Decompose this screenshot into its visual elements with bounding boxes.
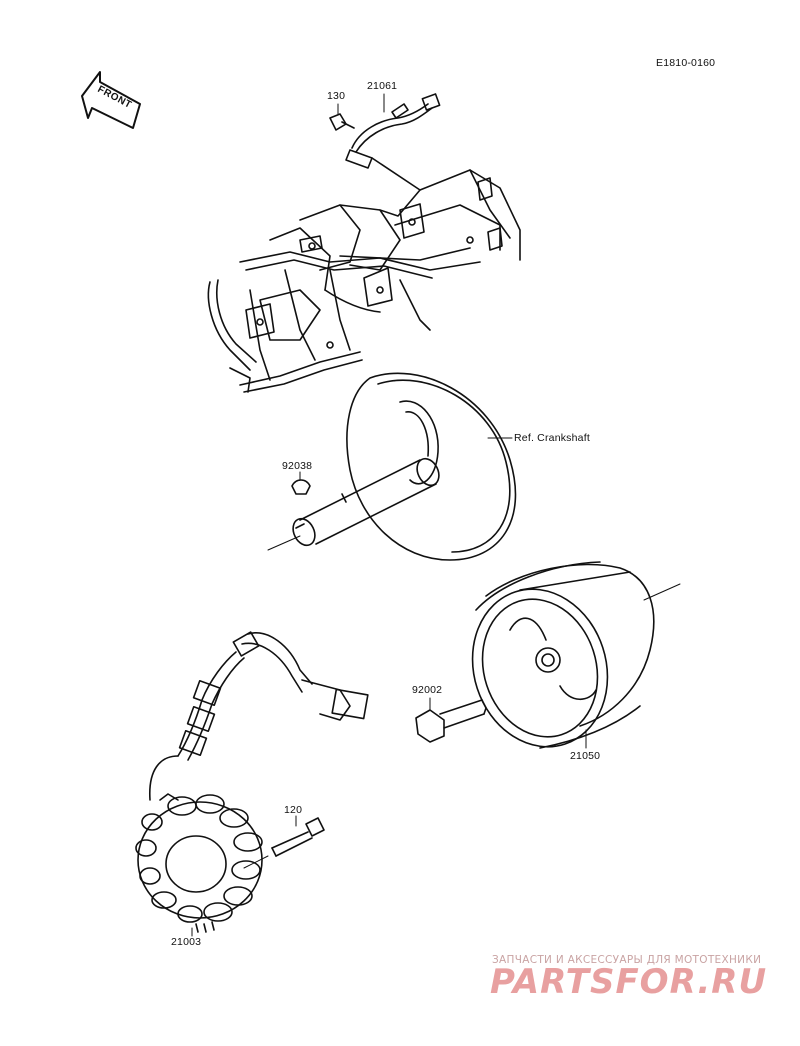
rotor-axis-line [643, 583, 681, 601]
watermark-tagline: ЗАПЧАСТИ И АКСЕССУАРЫ ДЛЯ МОТОТЕХНИКИ [492, 954, 762, 966]
part-label-21050: 21050 [570, 750, 601, 762]
part-label-21003: 21003 [171, 936, 202, 948]
frame-assembly [207, 157, 521, 393]
rotor-21050 [471, 561, 655, 749]
stator-21003 [135, 631, 369, 933]
front-arrow-icon [81, 71, 141, 129]
part-label-92002: 92002 [412, 684, 443, 696]
part-label-92038: 92038 [282, 460, 313, 472]
crankshaft-axis-line [267, 535, 301, 551]
wiring-harness-21061 [345, 93, 441, 169]
bolt-92002 [415, 699, 487, 743]
bolt-120-axis-line [243, 855, 269, 869]
part-label-120: 120 [284, 804, 303, 816]
watermark-logo: PARTSFOR.RU [490, 962, 768, 1002]
crankshaft [292, 372, 517, 561]
diagram-code: E1810-0160 [656, 57, 716, 69]
part-label-21061: 21061 [367, 80, 398, 92]
key-92038 [291, 479, 311, 495]
ref-crankshaft-label: Ref. Crankshaft [514, 432, 590, 444]
part-label-130: 130 [327, 90, 346, 102]
bolt-130 [329, 113, 355, 131]
bolt-120 [271, 817, 325, 857]
